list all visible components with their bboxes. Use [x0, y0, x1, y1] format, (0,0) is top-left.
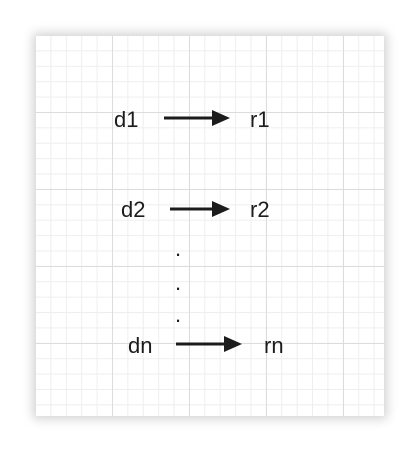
grid-canvas: [36, 36, 384, 416]
range-label-1: r1: [250, 107, 270, 132]
domain-label-n: dn: [128, 333, 152, 358]
domain-label-1: d1: [114, 107, 138, 132]
ellipsis-dot-3: .: [175, 302, 181, 327]
arrow-1: [164, 110, 230, 126]
range-label-n: rn: [264, 333, 284, 358]
ellipsis-dot-2: .: [175, 270, 181, 295]
arrow-2: [170, 201, 230, 217]
range-label-2: r2: [250, 197, 270, 222]
domain-label-2: d2: [121, 197, 145, 222]
ellipsis-dot-1: .: [175, 236, 181, 261]
arrow-n: [176, 336, 242, 352]
